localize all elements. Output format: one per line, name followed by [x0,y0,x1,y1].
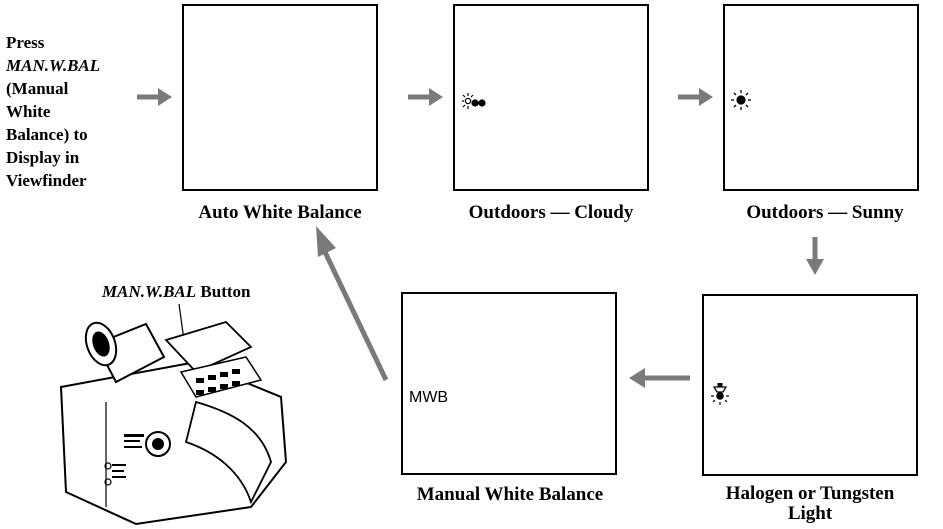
intro-line-display: Display in [6,148,80,167]
label-halogen-tungsten: Halogen or Tungsten Light [680,484,940,524]
camera-button-suffix: Button [200,282,251,301]
viewfinder-sunny [723,4,919,191]
arrow-diagonal-icon [316,226,389,382]
arrow-right-icon [137,88,172,106]
intro-line-viewfinder: Viewfinder [6,171,87,190]
label-manual-white-balance: Manual White Balance [416,484,604,505]
camera-button-name: MAN.W.BAL [102,282,197,301]
lamp-icon [711,383,729,405]
intro-instructions: Press MAN.W.BAL (Manual White Balance) t… [6,31,126,192]
label-halogen-line1: Halogen or Tungsten [725,483,895,504]
intro-line-manual: (Manual [6,79,69,98]
mwb-display-text: MWB [409,389,449,406]
label-outdoors-sunny: Outdoors — Sunny [746,202,904,223]
camcorder-icon [59,303,288,526]
arrow-left-icon [629,368,690,388]
label-outdoors-cloudy: Outdoors — Cloudy [468,202,634,223]
arrow-right-icon [408,88,443,106]
arrow-down-icon [806,237,824,275]
viewfinder-manual: MWB [401,292,617,475]
label-auto-white-balance: Auto White Balance [198,202,362,223]
intro-line-balance: Balance) to [6,125,88,144]
label-halogen-line2: Light [787,503,833,524]
viewfinder-halogen [702,294,918,476]
camera-button-label: MAN.W.BAL Button [102,282,250,302]
intro-line-white: White [6,102,51,121]
intro-line-press: Press [6,33,45,52]
viewfinder-auto [182,4,378,191]
sun-icon [731,90,751,110]
intro-button-name: MAN.W.BAL [6,56,101,75]
viewfinder-cloudy [453,4,649,191]
cloudy-sun-icon [462,93,486,109]
arrow-right-icon [678,88,713,106]
